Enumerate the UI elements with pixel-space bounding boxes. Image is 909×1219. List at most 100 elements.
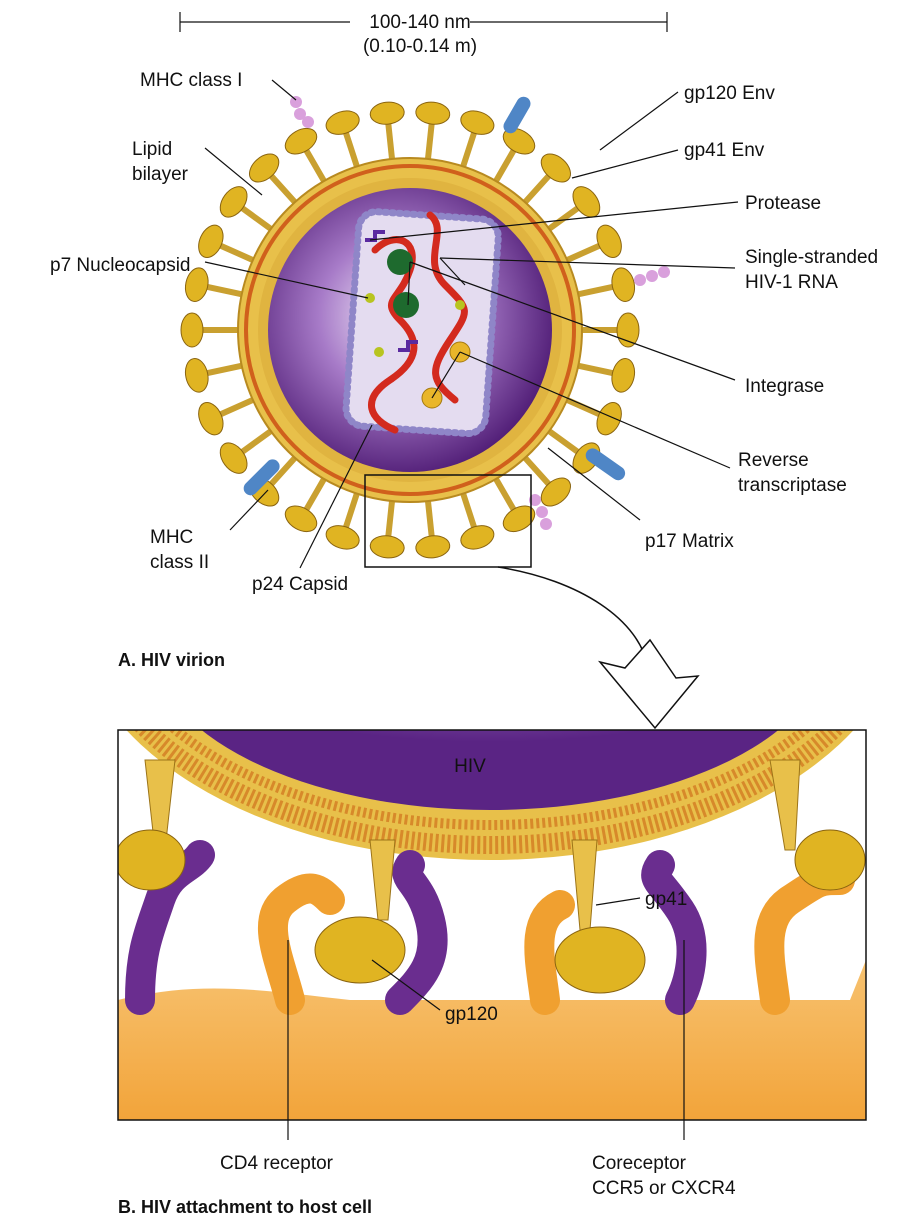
gp120-head	[415, 535, 451, 559]
gp41-stalk	[267, 454, 299, 489]
gp120-head	[460, 110, 495, 135]
gp41-stalk	[521, 171, 553, 206]
label-protease: Protease	[745, 193, 821, 214]
receptors	[125, 840, 855, 1015]
gp41-stalk	[459, 490, 478, 531]
gp41-stalk	[238, 427, 275, 456]
zoom-box	[364, 474, 532, 568]
label-hiv: HIV	[454, 756, 486, 777]
zoom-arrow	[497, 566, 700, 730]
label-mhc-ii-2: class II	[150, 552, 209, 573]
gp120-head	[369, 101, 405, 125]
label-lipid: Lipid	[132, 139, 172, 160]
gp120-head	[502, 505, 536, 533]
gp41-stalk	[385, 120, 396, 162]
gp120-head	[502, 127, 536, 155]
panel-a-title: A. HIV virion	[118, 650, 225, 670]
gp120-heads	[118, 829, 866, 994]
leader-lines-b	[287, 897, 685, 1140]
label-p17: p17 Matrix	[645, 531, 734, 552]
gp120-head	[415, 101, 451, 125]
scale-bar: 100-140 nm (0.10-0.14 m)	[179, 12, 668, 57]
labels-a: MHC class I Lipid bilayer p7 Nucleocapsi…	[50, 70, 878, 670]
gp120-spikes	[180, 101, 640, 559]
gp41-stalk	[492, 146, 518, 185]
label-mhc-ii-1: MHC	[150, 527, 193, 548]
gp41-stalk	[492, 475, 518, 514]
mhc-class-i	[290, 96, 670, 530]
gp120-head	[249, 153, 280, 183]
mhc-class-ii	[243, 96, 626, 496]
gp41-stalk	[564, 396, 604, 419]
label-ccr5-cxcr4: CCR5 or CXCR4	[592, 1178, 736, 1199]
labels-b: HIV gp41 gp120 CD4 receptor Coreceptor C…	[118, 756, 736, 1217]
gp41-stalk	[203, 283, 245, 298]
gp41-stalk	[521, 454, 553, 489]
panel-b-title: B. HIV attachment to host cell	[118, 1197, 372, 1217]
gp120-head	[284, 505, 318, 533]
gp120-head	[184, 358, 209, 393]
gp41-stalk	[302, 475, 328, 514]
label-gp41: gp41 Env	[684, 140, 765, 161]
scale-um: (0.10-0.14 m)	[363, 36, 477, 57]
gp120-head	[198, 224, 224, 258]
gp41-stalk	[545, 204, 582, 233]
label-rna-1: Single-stranded	[745, 247, 878, 268]
gp120-head	[616, 312, 640, 348]
gp120-head	[540, 477, 571, 507]
gp120-head	[611, 267, 636, 302]
panel-b-frame	[117, 729, 867, 1121]
gp120-head	[369, 535, 405, 559]
lipid-bilayer	[244, 164, 576, 496]
integrase	[387, 249, 419, 318]
gp120-head	[325, 110, 360, 135]
gp120-head	[325, 525, 360, 550]
label-mhc-class-i: MHC class I	[140, 70, 242, 91]
p7-nucleocapsid	[365, 293, 465, 357]
gp41-stalk	[459, 129, 478, 170]
gp41-stalk	[575, 283, 617, 298]
label-cd4: CD4 receptor	[220, 1153, 334, 1174]
label-gp120: gp120 Env	[684, 83, 775, 104]
gp120-head	[184, 267, 209, 302]
gp41-stalk	[216, 396, 256, 419]
gp41-stalk	[575, 362, 617, 377]
gp120-head	[180, 312, 204, 348]
gp41-stalk	[385, 498, 396, 540]
gp120-head	[611, 358, 636, 393]
gp120-head	[540, 153, 571, 183]
label-gp120-b: gp120	[445, 1004, 498, 1025]
scale-nm: 100-140 nm	[369, 12, 470, 33]
gp41-stalk	[545, 427, 582, 456]
label-bilayer: bilayer	[132, 164, 189, 185]
gp120-head	[284, 127, 318, 155]
label-rna-2: HIV-1 RNA	[745, 272, 838, 293]
gp41-stalks	[144, 759, 801, 931]
gp41-stalk	[342, 129, 361, 170]
gp120-head	[572, 186, 601, 218]
gp41-stalk	[342, 490, 361, 531]
gp120-head	[596, 402, 622, 436]
label-rt-2: transcriptase	[738, 475, 847, 496]
leader-lines	[204, 79, 739, 569]
gp120-head	[198, 402, 224, 436]
virion	[180, 96, 670, 568]
label-gp41-b: gp41	[645, 889, 687, 910]
label-p24: p24 Capsid	[252, 574, 348, 595]
gp41-stalk	[564, 241, 604, 264]
gp41-stalk	[267, 171, 299, 206]
gp120-head	[219, 186, 248, 218]
gp41-stalk	[424, 120, 435, 162]
gp120-head	[460, 525, 495, 550]
gp41-stalk	[216, 241, 256, 264]
gp120-head	[219, 442, 248, 474]
gp41-stalk	[238, 204, 275, 233]
gp41-stalk	[424, 498, 435, 540]
gp120-head	[596, 224, 622, 258]
panel-b-illustration	[118, 730, 866, 1120]
gp41-stalk	[203, 362, 245, 377]
label-rt-1: Reverse	[738, 450, 809, 471]
label-p7: p7 Nucleocapsid	[50, 255, 190, 276]
label-coreceptor: Coreceptor	[592, 1153, 687, 1174]
